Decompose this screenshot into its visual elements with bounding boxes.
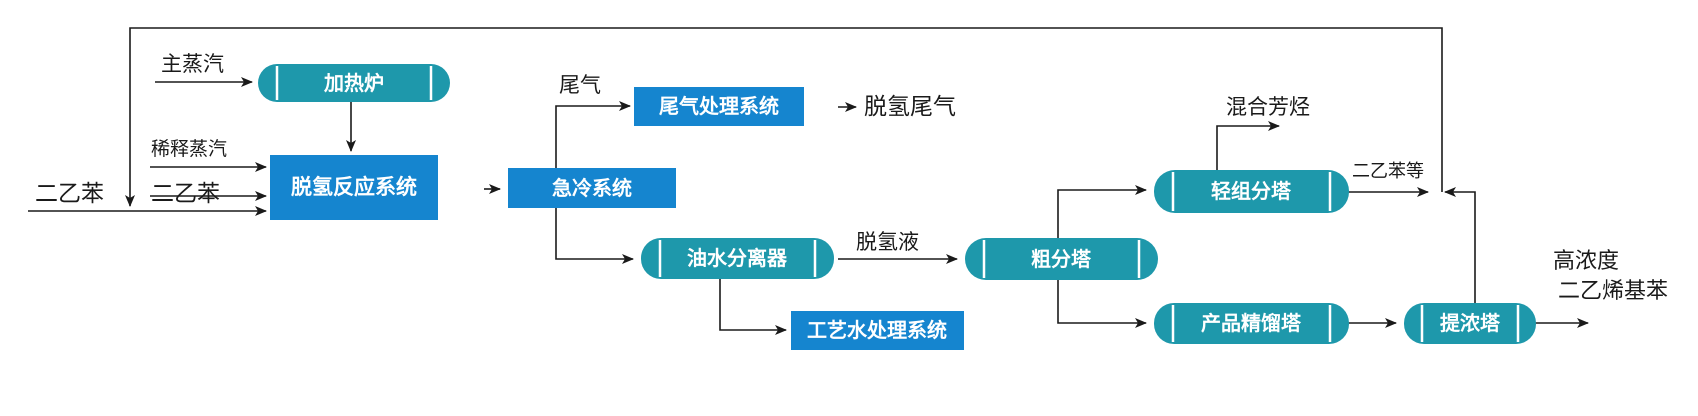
process-water-system-box: 工艺水处理系统 — [791, 311, 964, 350]
diethylbenzene-etc-label: 二乙苯等 — [1352, 161, 1424, 182]
furnace-label: 加热炉 — [323, 71, 384, 95]
main-steam-label: 主蒸汽 — [161, 52, 224, 76]
crude-column-vessel: 粗分塔 — [965, 238, 1158, 280]
diethylbenzene-feed-label: 二乙苯 — [35, 181, 104, 207]
quench-to-tailgas-line — [555, 101, 631, 168]
dehydro-liquid-label: 脱氢液 — [856, 230, 919, 254]
oil-water-separator-label: 油水分离器 — [687, 246, 788, 270]
dilution-steam-label: 稀释蒸汽 — [151, 138, 227, 160]
crude-to-light-line — [1057, 185, 1147, 238]
light-column-vessel: 轻组分塔 — [1154, 170, 1349, 213]
product-label-line1: 高浓度 — [1553, 249, 1619, 274]
separator-to-water-line — [719, 279, 787, 335]
concentrate-column-label: 提浓塔 — [1440, 311, 1501, 335]
process-water-system-label: 工艺水处理系统 — [807, 318, 947, 342]
dehydro-tail-gas-label: 脱氢尾气 — [864, 94, 956, 120]
tailgas-system-box: 尾气处理系统 — [634, 87, 804, 126]
product-column-label: 产品精馏塔 — [1201, 311, 1302, 335]
quench-system-box: 急冷系统 — [508, 168, 676, 208]
recycle-loop-line — [125, 27, 1443, 207]
quench-system-label: 急冷系统 — [552, 176, 632, 200]
mixed-aromatics-label: 混合芳烃 — [1226, 95, 1310, 119]
tail-gas-label: 尾气 — [559, 73, 601, 97]
crude-column-label: 粗分塔 — [1031, 247, 1092, 271]
product-label-line2: 二乙烯基苯 — [1558, 279, 1668, 304]
tailgas-system-label: 尾气处理系统 — [659, 94, 779, 118]
light-column-label: 轻组分塔 — [1211, 179, 1292, 203]
dehydro-system-label: 脱氢反应系统 — [291, 175, 417, 199]
furnace-vessel: 加热炉 — [258, 64, 450, 102]
crude-to-product-line — [1057, 280, 1147, 328]
concentrate-column-vessel: 提浓塔 — [1404, 303, 1536, 344]
product-column-vessel: 产品精馏塔 — [1154, 303, 1349, 344]
oil-water-separator-vessel: 油水分离器 — [641, 238, 834, 279]
quench-to-separator-line — [555, 208, 634, 264]
light-to-aromatics-line — [1216, 121, 1280, 170]
concentrate-to-recycle-line — [1444, 187, 1476, 303]
diethylbenzene-recycle-label: 二乙苯 — [151, 181, 220, 207]
dehydro-system-box: 脱氢反应系统 — [270, 155, 438, 220]
